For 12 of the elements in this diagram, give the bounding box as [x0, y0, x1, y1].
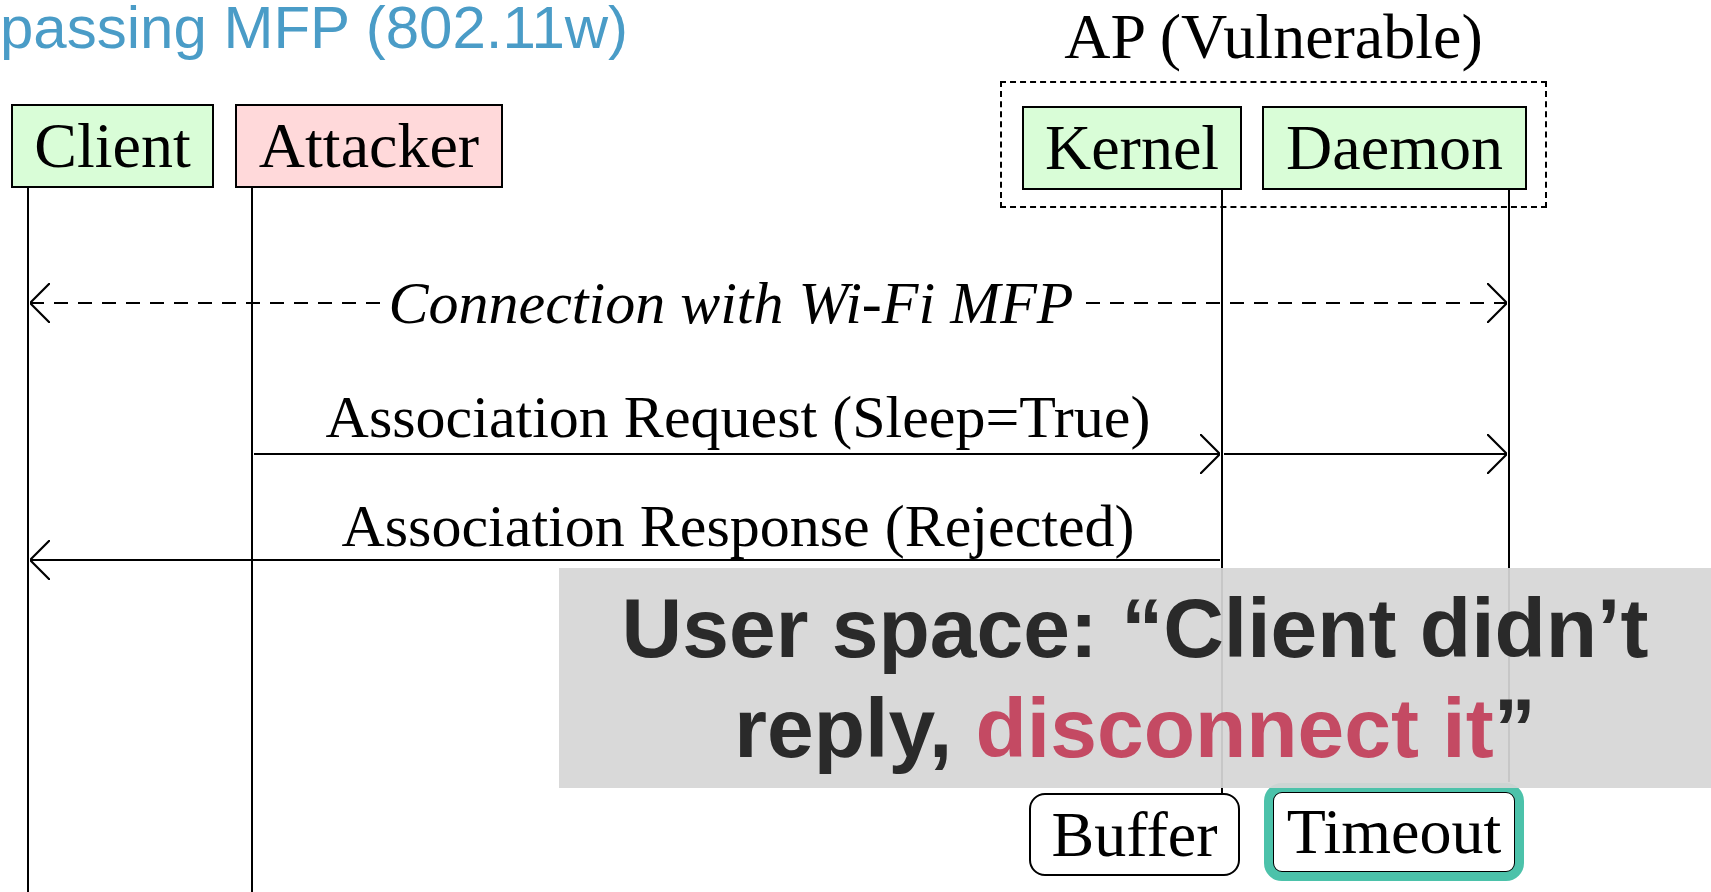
participant-box: Client	[11, 104, 214, 188]
lifeline	[250, 188, 254, 892]
lifeline	[26, 188, 30, 892]
state-box: Buffer	[1029, 793, 1240, 876]
arrow	[253, 432, 1222, 476]
participant-box: Kernel	[1022, 106, 1242, 190]
participant-box: Attacker	[235, 104, 503, 188]
participant-box: Daemon	[1262, 106, 1527, 190]
slide-title: passing MFP (802.11w)	[0, 0, 629, 58]
overlay-caption: User space: “Client didn’t reply, disconnect it”	[559, 568, 1711, 788]
arrow	[28, 538, 1221, 582]
arrow	[1223, 432, 1509, 476]
